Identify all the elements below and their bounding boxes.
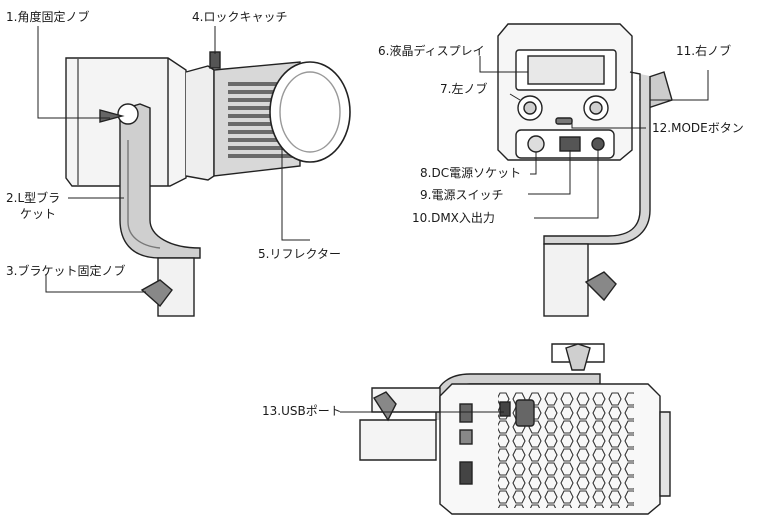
mode-button-icon — [555, 117, 573, 125]
label-lock-catch: 4.ロックキャッチ — [192, 10, 288, 24]
label-bracket-knob: 3.ブラケット固定ノブ — [6, 264, 126, 278]
label-power-switch: 9.電源スイッチ — [420, 188, 504, 202]
label-right-knob: 11.右ノブ — [676, 44, 732, 58]
label-l-bracket-1: 2.L型ブラ — [6, 191, 61, 205]
lock-catch-icon — [209, 51, 221, 69]
angle-knob-icon — [117, 103, 139, 125]
label-dmx-io: 10.DMX入出力 — [412, 211, 495, 225]
label-usb-port: 13.USBポート — [262, 404, 342, 418]
lcd-display — [527, 55, 605, 85]
rear-view-light — [497, 23, 673, 317]
power-switch-icon — [559, 136, 581, 152]
dmx-port-icon — [591, 137, 605, 151]
label-reflector: 5.リフレクター — [258, 247, 341, 261]
l-bracket — [119, 103, 201, 259]
side-view-usb — [359, 343, 671, 515]
dc-socket-icon — [527, 135, 545, 153]
label-dc-socket: 8.DC電源ソケット — [420, 166, 522, 180]
label-left-knob: 7.左ノブ — [440, 82, 488, 96]
label-mode-button: 12.MODEボタン — [652, 121, 744, 135]
label-angle-knob: 1.角度固定ノブ — [6, 10, 90, 24]
leader-lines — [37, 26, 709, 413]
side-view-light — [65, 51, 351, 317]
reflector-lens — [269, 61, 351, 163]
label-lcd-display: 6.液晶ディスプレイ — [378, 44, 485, 58]
usb-port-icon — [499, 401, 511, 417]
bracket-knob-icon — [140, 279, 173, 308]
label-l-bracket-2: ケット — [20, 207, 57, 221]
